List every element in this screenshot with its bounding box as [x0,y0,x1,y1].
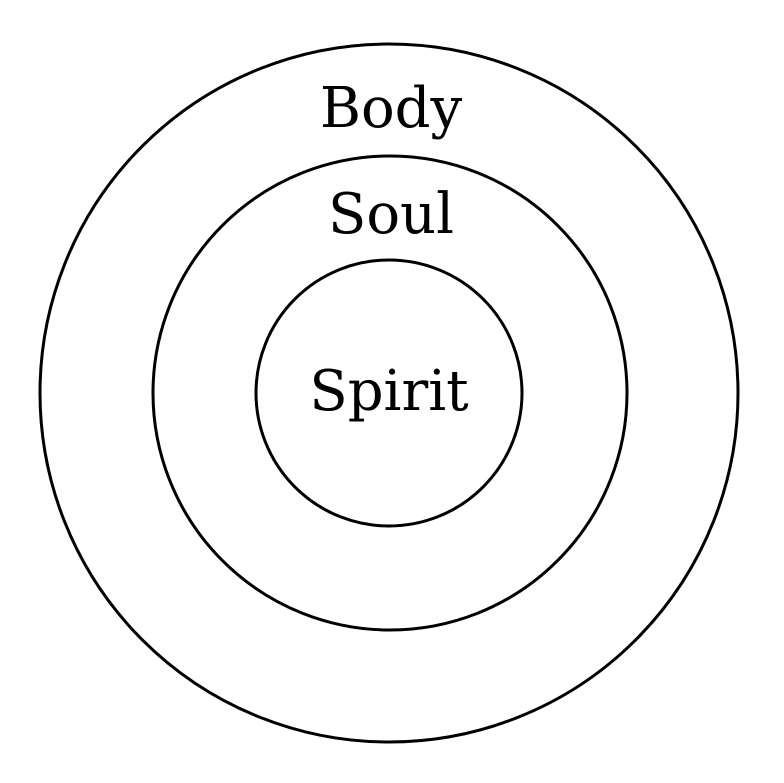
soul-label: Soul [328,182,454,247]
body-ring [38,42,740,744]
spirit-label: Spirit [309,359,469,424]
body-label: Body [320,76,463,141]
soul-ring [151,154,629,632]
spirit-ring [254,258,524,528]
